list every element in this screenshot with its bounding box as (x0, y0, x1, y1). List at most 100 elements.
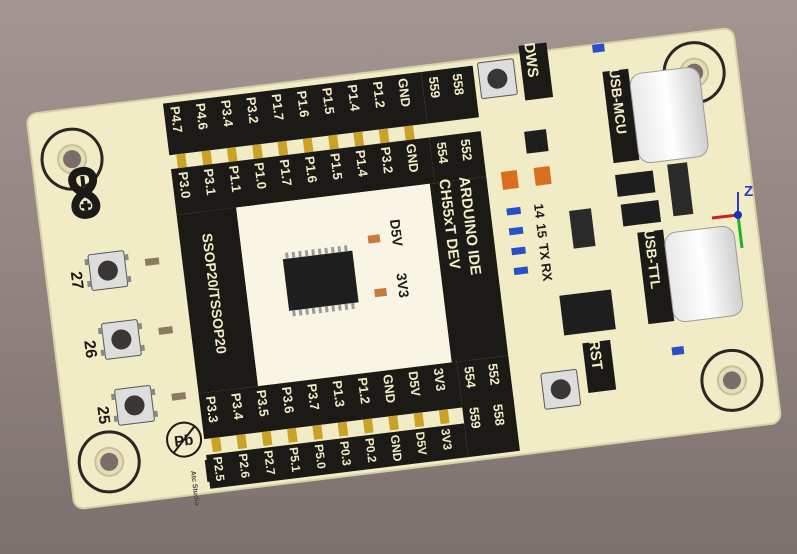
regulator (620, 199, 662, 227)
led-orange (533, 166, 552, 186)
pin-label: P0.2 (362, 437, 379, 464)
pin-label: GND (380, 373, 398, 404)
variant-label: 554 (434, 141, 452, 165)
pin-label: P1.6 (302, 155, 320, 183)
dws-label-bg (518, 42, 554, 101)
header-pin (388, 415, 399, 431)
variant-label: 552 (458, 138, 476, 161)
ic-pin (344, 245, 348, 252)
rst-label-bg (582, 339, 617, 393)
header-pin (328, 134, 339, 150)
button-25-label: 25 (93, 405, 112, 425)
pin-label: 3V3 (431, 367, 449, 392)
header-pin (438, 409, 450, 425)
pin-label: P3.2 (378, 146, 396, 174)
pin-label: D5V (413, 431, 430, 456)
button-26[interactable] (97, 319, 145, 360)
pin-label: P3.4 (228, 392, 246, 421)
pb-label: Pb (173, 432, 194, 451)
pin-label: P2.7 (261, 450, 278, 477)
ic-pin (330, 246, 335, 254)
rst-label: RST (585, 339, 606, 371)
rst-button[interactable] (540, 368, 582, 410)
header-pin (287, 427, 298, 443)
header-pin (337, 421, 349, 437)
capacitor (367, 234, 381, 244)
led-blue (671, 346, 685, 356)
ic-pin (331, 305, 336, 312)
pin-label: P1.1 (226, 165, 244, 193)
led-blue (511, 246, 526, 256)
pb-free-logo-icon: Pb (166, 421, 203, 458)
pin-label: P1.6 (294, 90, 312, 118)
pin-label: P2.6 (236, 453, 253, 480)
uart-label-tx: TX (536, 242, 553, 261)
header-pin (413, 412, 425, 428)
usb-ttl-label: USB-TTL (641, 228, 664, 290)
axis-gizmo: Z (711, 183, 753, 249)
header-pin (236, 434, 248, 450)
pin-label: P1.3 (330, 380, 348, 408)
pin-label: P1.7 (269, 93, 287, 121)
protection-ic (667, 162, 694, 217)
pin-label: P1.5 (327, 152, 345, 180)
ic-pin (291, 251, 296, 259)
pin-label: P3.7 (304, 383, 322, 411)
mounting-hole (700, 348, 764, 412)
d5v-label: D5V (387, 218, 406, 248)
mounting-hole (77, 430, 141, 494)
pin-label: P3.6 (279, 386, 297, 414)
usb-mcu-label: USB-MCU (606, 67, 630, 135)
ic-pin (311, 307, 316, 314)
header-pin (353, 131, 365, 147)
variant-label: 552 (485, 363, 503, 386)
button-26-label: 26 (80, 339, 99, 359)
pin-label: P4.7 (167, 105, 185, 133)
uart-label-15: 15 (533, 223, 550, 239)
left-buttons: 27 26 25 (67, 250, 187, 426)
ic-pin (292, 310, 296, 317)
ic-pin (317, 248, 322, 255)
pin-label: P1.7 (277, 158, 295, 186)
variant-label: 559 (466, 406, 484, 429)
header-pin (252, 143, 263, 159)
pin-label: P1.2 (355, 376, 373, 404)
uart-label-14: 14 (531, 203, 548, 220)
button-25[interactable] (110, 385, 159, 426)
mcu-chip (282, 245, 359, 317)
header-pin (226, 147, 238, 163)
pin-label: P1.2 (370, 80, 388, 108)
ic-pin (324, 306, 329, 313)
regulator (615, 170, 656, 197)
header-pin (378, 128, 390, 144)
pin-label: P3.3 (203, 395, 221, 423)
ic-pin (351, 302, 355, 310)
header-pin (261, 430, 273, 446)
pcb-board: 27 26 25 Pb (26, 27, 782, 510)
3v3-label: 3V3 (393, 272, 412, 299)
led-blue (592, 43, 605, 53)
maker-mark-label: Atc Studio (189, 470, 200, 506)
pin-label: P3.2 (243, 96, 261, 124)
variant-label: 558 (450, 73, 468, 96)
ic-pin (305, 308, 309, 315)
pin-label: P1.4 (353, 149, 371, 178)
header-pin (404, 125, 415, 141)
pin-label: P3.4 (218, 99, 236, 128)
resistor (144, 257, 160, 266)
header-pin (211, 437, 222, 453)
pin-label: P1.5 (319, 87, 337, 115)
variant-label: 559 (426, 76, 444, 99)
usb-mcu-connector: USB-MCU (602, 66, 709, 164)
button-27[interactable] (84, 250, 132, 291)
arduino-logo-icon (68, 167, 101, 219)
ic-pin (324, 247, 329, 255)
dws-button[interactable] (477, 58, 518, 100)
ic-pin (285, 252, 289, 259)
ic-pin (311, 249, 315, 256)
pin-label: P3.0 (175, 171, 193, 199)
axis-z-label: Z (744, 183, 753, 200)
transistor (524, 129, 549, 154)
